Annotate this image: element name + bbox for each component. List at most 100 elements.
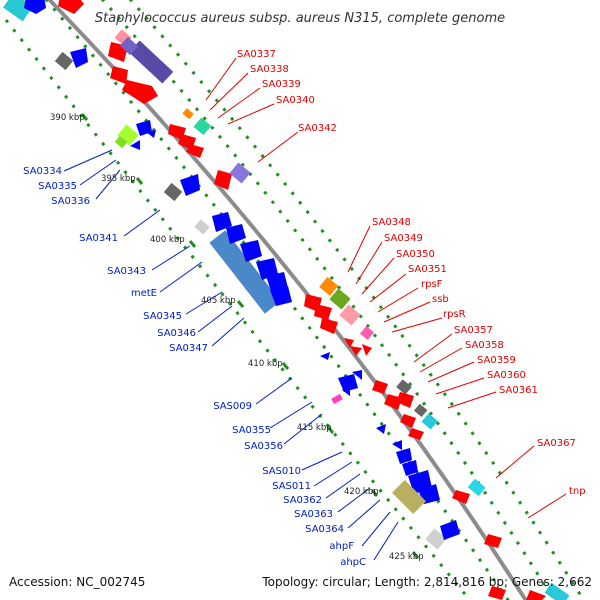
gene-ssb: [350, 346, 362, 356]
gene-lightgrey-2: [425, 528, 447, 550]
gene-labels-left: SA0334 SA0335 SA0336 SA0341 SA0343 metE …: [23, 166, 366, 568]
gene-sa0345: [256, 258, 278, 280]
gene-sas010: [392, 440, 402, 450]
gene-label: tnp: [569, 486, 586, 497]
tick-label-400: 400 kbp: [150, 235, 185, 245]
gene-label: SA0351: [408, 264, 447, 275]
gene-label: rpsR: [443, 309, 466, 320]
gene-label: ahpF: [329, 541, 354, 552]
gene-sas011: [396, 448, 412, 464]
gene-blue-2: [226, 224, 246, 244]
gene-label: SA0367: [537, 438, 576, 449]
gene-sa0341: [180, 174, 200, 196]
gene-sa0360: [400, 414, 416, 428]
gene-tnp: [526, 590, 546, 600]
tick-label-395: 395 kbp: [101, 174, 136, 184]
gene-sa0336: [130, 140, 140, 150]
gene-sa0361: [408, 428, 424, 440]
gene-label: SA0350: [396, 249, 435, 260]
tick-marks: [80, 113, 420, 559]
gene-cyan-3: [467, 478, 486, 497]
forward-genes: [58, 0, 570, 600]
gene-label: SAS010: [262, 466, 301, 477]
gene-metE: [209, 230, 281, 314]
gene-label: SA0360: [487, 370, 526, 381]
gene-label: SA0357: [454, 325, 493, 336]
tick-label-410: 410 kbp: [248, 359, 283, 369]
gene-label: SA0336: [51, 196, 90, 207]
gene-rpsR: [362, 344, 372, 356]
gene-label: SA0335: [38, 181, 77, 192]
gene-sa0358: [384, 394, 402, 410]
gene-label: SA0358: [465, 340, 504, 351]
gene-label: SA0345: [143, 311, 182, 322]
gene-sa0337: [58, 0, 84, 14]
gene-label: SA0342: [298, 123, 337, 134]
gene-ahpF: [392, 480, 426, 514]
gene-sa0350: [320, 318, 338, 334]
leader-lines-left: [63, 149, 399, 561]
gene-magenta-1: [331, 393, 343, 405]
gene-label: ssb: [432, 294, 449, 305]
gene-label: SAS011: [272, 481, 311, 492]
gene-blue-1: [70, 48, 88, 68]
gene-label: SA0363: [294, 509, 333, 520]
gene-cyan-2: [421, 413, 438, 430]
gene-red-5: [484, 534, 502, 548]
gene-sa0340: [122, 80, 158, 104]
gene-sa0362: [402, 460, 418, 476]
gene-label: SA0339: [262, 79, 301, 90]
gene-label: SA0362: [283, 495, 322, 506]
gene-label: SA0341: [79, 233, 118, 244]
gene-label: ahpC: [340, 557, 366, 568]
gene-blue-3: [240, 240, 262, 262]
gene-lightgrey-1: [194, 219, 210, 235]
tick-label-405: 405 kbp: [201, 296, 236, 306]
gene-blue-top: [24, 0, 46, 14]
gene-sa0339: [110, 66, 128, 84]
gene-orange-2: [319, 276, 339, 296]
tick-label-390: 390 kbp: [50, 113, 85, 123]
gene-orange-1: [182, 108, 194, 120]
gene-sa0367: [452, 490, 470, 504]
gene-pink-2: [339, 304, 361, 326]
gene-label: SA0356: [244, 441, 283, 452]
gene-label: SA0338: [250, 64, 289, 75]
gene-label: SA0347: [169, 343, 208, 354]
gene-blue-4: [320, 352, 330, 360]
gene-rpsF: [344, 338, 354, 348]
gene-label: SA0348: [372, 217, 411, 228]
gene-sa0357: [372, 380, 388, 394]
map-title: Staphylococcus aureus subsp. aureus N315…: [95, 11, 505, 26]
track-outer-2: [128, 0, 586, 600]
gene-labels-right: SA0337 SA0338 SA0339 SA0340 SA0342 SA034…: [237, 49, 586, 497]
gene-label: SA0359: [477, 355, 516, 366]
gene-sa0356: [376, 424, 386, 434]
gene-purple-1: [128, 40, 174, 84]
gene-red-4: [186, 144, 204, 158]
gene-sa0342: [214, 170, 232, 190]
gene-lime-2: [114, 135, 128, 149]
gene-sa0335: [146, 130, 156, 138]
gene-label: SAS009: [213, 401, 252, 412]
gene-label: SA0361: [499, 385, 538, 396]
gene-grey-2: [396, 379, 412, 395]
gene-blue-5: [352, 370, 362, 380]
gene-sas009: [338, 374, 358, 392]
gene-grey-1: [54, 51, 74, 71]
track-inner-1: [4, 19, 472, 600]
reverse-genes: [3, 0, 460, 550]
gene-grey-4: [163, 182, 183, 202]
gene-sa0349: [314, 304, 332, 320]
gene-label: SA0343: [107, 266, 146, 277]
gene-red-6: [488, 586, 506, 600]
gene-ahpC: [440, 520, 460, 540]
gene-purple-2: [119, 36, 139, 56]
gene-sa0347: [270, 286, 292, 306]
gene-label: SA0340: [276, 95, 315, 106]
leader-lines-right: [205, 57, 567, 519]
tick-label-415: 415 kbp: [297, 423, 332, 433]
topology-text: Topology: circular; Length: 2,814,816 bp…: [261, 575, 592, 589]
accession-text: Accession: NC_002745: [9, 575, 145, 589]
